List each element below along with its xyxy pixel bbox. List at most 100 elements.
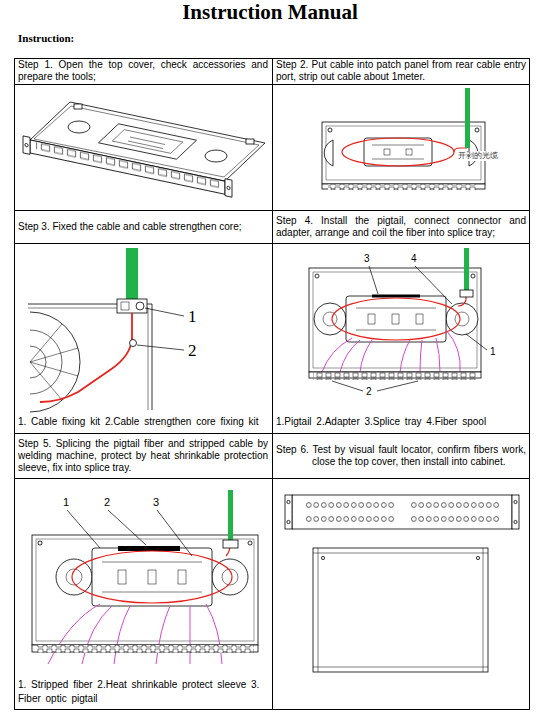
pigtail-install-drawing-part xyxy=(332,266,487,391)
pigtail-install-drawing-part xyxy=(416,314,423,324)
pigtail-install-drawing-part-part xyxy=(340,340,360,372)
open-panel-drawing-part xyxy=(130,137,165,145)
pigtail-install-drawing-part xyxy=(322,330,460,372)
pigtail-install-drawing-part-part xyxy=(436,338,440,372)
splicing-drawing-part xyxy=(32,535,258,645)
pigtail-install-drawing-part-part xyxy=(332,381,363,391)
splicing-drawing-part xyxy=(102,592,202,593)
splicing-drawing-part-part xyxy=(108,510,146,545)
table-grid-part xyxy=(15,84,530,85)
callout-number: 2 xyxy=(104,496,110,508)
splicing-drawing-part-part xyxy=(206,604,222,664)
panel-top-view-part xyxy=(364,138,432,166)
open-panel-drawing-part xyxy=(205,150,227,162)
panel-top-view xyxy=(322,88,485,190)
pigtail-install-drawing-part-part xyxy=(322,338,352,372)
callout-number: 1 xyxy=(490,346,496,357)
splicing-drawing-part xyxy=(212,559,248,595)
closed-panel-drawing-part xyxy=(313,553,488,554)
cable-fixing-detail-part xyxy=(136,302,144,310)
cable-fixing-detail-part xyxy=(145,308,184,316)
step-instruction: Step 6. Test by visual fault locator, co… xyxy=(272,433,530,478)
cable-fixing-detail-part xyxy=(121,302,129,310)
splicing-drawing-part xyxy=(178,570,186,584)
pigtail-install-drawing-part-part xyxy=(369,266,378,294)
instruction-text: Step 1. Open the top cover, check access… xyxy=(18,59,268,83)
callout-number: 3 xyxy=(364,253,370,264)
step-instruction: Step 5. Splicing the pigtail fiber and s… xyxy=(14,433,272,478)
callout-number: 3 xyxy=(153,496,159,508)
splicing-drawing-part xyxy=(102,562,202,563)
pigtail-install-drawing-part-part xyxy=(400,340,410,372)
cable-fixing-detail-part xyxy=(30,362,78,376)
panel-top-view-part xyxy=(342,138,454,166)
pigtail-install-drawing xyxy=(309,248,487,391)
open-panel-drawing-part xyxy=(128,141,163,149)
closed-panel-drawing-part xyxy=(318,548,319,672)
splicing-drawing-part-part xyxy=(82,606,112,664)
splicing-drawing-part xyxy=(56,559,92,595)
splicing-drawing-part xyxy=(67,510,192,556)
splicing-drawing-part xyxy=(48,604,222,664)
closed-panel-drawing xyxy=(285,495,519,672)
pigtail-install-drawing-part xyxy=(309,268,481,372)
splicing-drawing-part xyxy=(118,570,126,584)
panel-top-view-part xyxy=(406,149,412,155)
pigtail-install-drawing-part xyxy=(460,290,473,297)
panel-top-view-part xyxy=(384,149,390,155)
figure-caption-cell: 1. Cable fixing kit 2.Cable strengthen c… xyxy=(14,243,272,433)
closed-panel-drawing-part xyxy=(410,499,500,527)
splicing-drawing xyxy=(32,490,258,664)
panel-top-view-part xyxy=(322,184,485,189)
open-panel-drawing-part-part xyxy=(30,140,225,194)
cable-fixing-detail-part xyxy=(40,313,132,402)
open-panel-drawing-part-part xyxy=(25,143,28,147)
cable-fixing-detail-part xyxy=(130,340,137,347)
pigtail-install-drawing-part xyxy=(313,372,477,380)
callout-number: 2 xyxy=(188,341,197,361)
pigtail-install-drawing-part xyxy=(313,272,477,368)
callout-number: 1 xyxy=(63,496,69,508)
closed-panel-drawing-part xyxy=(514,520,517,523)
pigtail-install-drawing-part xyxy=(323,312,337,326)
splicing-drawing-part xyxy=(223,540,238,548)
instruction-text: Step 4. Install the pigtail, connect con… xyxy=(276,215,526,239)
pigtail-install-drawing-part xyxy=(315,274,319,278)
splicing-drawing-part-part xyxy=(48,604,100,664)
panel-top-view-part xyxy=(372,145,424,146)
open-panel-drawing-part xyxy=(68,121,90,133)
splicing-drawing-part xyxy=(36,539,254,641)
caption-text: 1. Stripped fiber 2.Heat shrinkable prot… xyxy=(18,678,268,706)
closed-panel-drawing-part xyxy=(292,495,512,529)
pigtail-install-drawing-part-part xyxy=(446,330,460,372)
closed-panel-drawing-part xyxy=(305,499,395,527)
pigtail-install-drawing-part xyxy=(356,308,436,309)
cable-fixing-detail-part xyxy=(30,346,46,378)
manual-title: Instruction Manual xyxy=(0,0,540,24)
pigtail-install-drawing-part xyxy=(392,314,399,324)
open-panel-drawing-part xyxy=(74,104,82,109)
open-panel-drawing-part-part xyxy=(225,179,232,197)
splicing-drawing-part xyxy=(36,645,254,653)
pigtail-install-drawing-part-part xyxy=(466,334,487,350)
open-panel-drawing-part xyxy=(99,124,197,159)
splicing-drawing-part xyxy=(248,541,252,545)
cable-fixing-detail-part xyxy=(30,312,80,412)
callout-number: 1 xyxy=(188,307,197,327)
callout-number: 4 xyxy=(411,253,417,264)
table-grid-part xyxy=(15,478,530,479)
cable-fixing-detail-part xyxy=(30,330,62,394)
splicing-drawing-part xyxy=(228,490,233,542)
figure-caption-cell: 1. Stripped fiber 2.Heat shrinkable prot… xyxy=(14,478,272,710)
closed-panel-drawing-part xyxy=(512,495,519,529)
panel-top-view-part xyxy=(475,128,479,132)
pigtail-install-drawing-part xyxy=(346,296,446,342)
closed-panel-drawing-part xyxy=(514,500,517,503)
panel-top-view-part xyxy=(372,159,424,160)
table-grid-part xyxy=(15,243,530,244)
open-panel-drawing-part xyxy=(112,130,183,154)
instruction-text: Step 2. Put cable into patch panel from … xyxy=(276,59,526,83)
pigtail-install-drawing-part-part xyxy=(415,266,452,304)
